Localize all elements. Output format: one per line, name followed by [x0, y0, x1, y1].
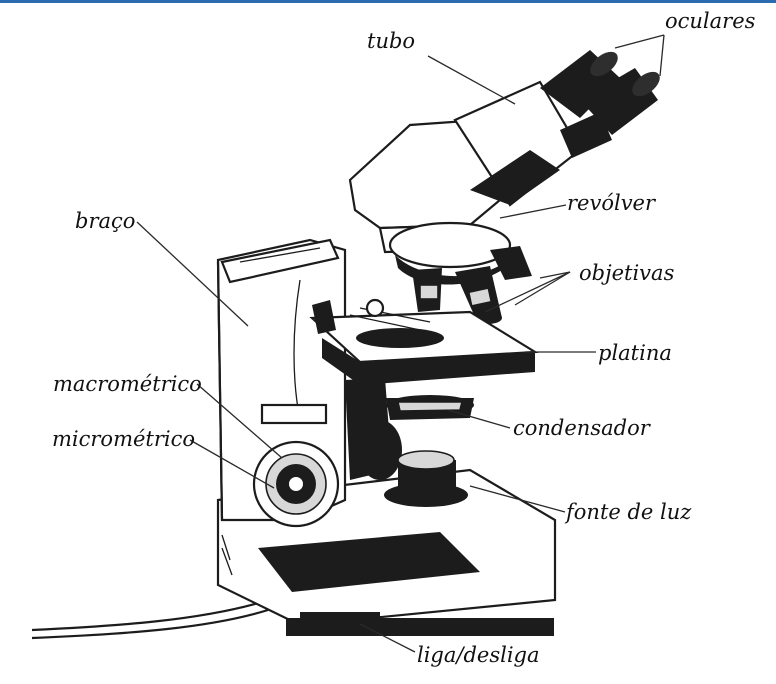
label-platina: platina [598, 341, 672, 365]
label-macrometrico: macrométrico [53, 372, 202, 396]
light-source [384, 450, 468, 507]
label-micrometrico: micrométrico [52, 427, 195, 451]
label-objetivas: objetivas [579, 261, 675, 285]
part-labels: oculares tubo revólver braço objetivas p… [52, 9, 756, 667]
label-fonte-de-luz: fonte de luz [564, 500, 692, 524]
label-oculares: oculares [665, 9, 756, 33]
focus-knobs [252, 440, 340, 528]
top-accent-bar [0, 0, 776, 3]
label-tubo: tubo [367, 29, 415, 53]
label-condensador: condensador [513, 416, 652, 440]
eyepieces [540, 50, 660, 158]
power-cable [31, 600, 269, 640]
label-revolver: revólver [567, 191, 657, 215]
objective-lenses [412, 246, 532, 324]
leader-lines [136, 34, 665, 653]
condenser [386, 395, 474, 420]
label-braco: braço [75, 209, 135, 233]
label-liga-desliga: liga/desliga [417, 643, 540, 667]
focus-column [345, 378, 402, 480]
specimen-stage [309, 298, 539, 385]
